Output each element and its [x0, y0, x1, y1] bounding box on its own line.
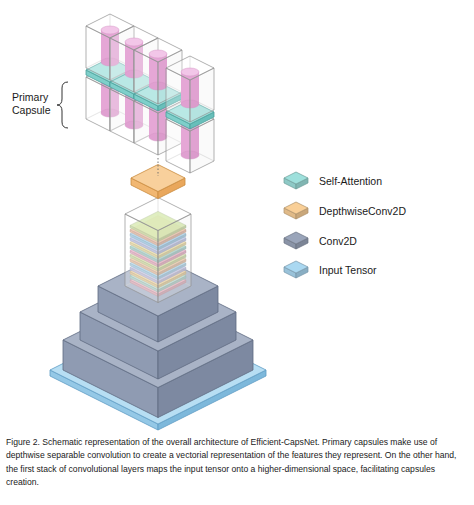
- feature-cube: [125, 198, 191, 303]
- swatch-slab: [284, 261, 308, 278]
- legend-row: Conv2D: [282, 231, 357, 251]
- legend-swatch: [282, 201, 310, 221]
- caption: Figure 2. Schematic representation of th…: [6, 436, 468, 489]
- swatch-slab-face: [284, 172, 308, 184]
- swatch-slab-face: [284, 202, 308, 214]
- capsule-cube-shell: [166, 56, 214, 122]
- swatch-slab-face: [284, 261, 308, 273]
- legend-swatch: [282, 260, 310, 280]
- capsule-cube-shell-face: [166, 56, 214, 80]
- legend-swatch: [282, 231, 310, 251]
- bracket: [57, 82, 68, 128]
- feature-cube-shell-face: [125, 198, 191, 231]
- legend-text: DepthwiseConv2D: [319, 205, 406, 217]
- legend-row: Self-Attention: [282, 171, 382, 191]
- part-label: Primary Capsule: [12, 91, 60, 117]
- swatch-slab: [284, 172, 308, 189]
- stack: [50, 14, 266, 430]
- legend-row: DepthwiseConv2D: [282, 201, 406, 221]
- swatch-slab: [284, 232, 308, 249]
- legend-swatch: [282, 171, 310, 191]
- swatch-slab-face: [284, 232, 308, 244]
- feature-cube-shell: [125, 198, 191, 303]
- capsule-cube-shell-face: [134, 38, 182, 62]
- label-holder: Primary Capsule: [12, 91, 60, 117]
- dotted-link: [158, 158, 159, 176]
- legend-text: Conv2D: [319, 235, 357, 247]
- legend-row: Input Tensor: [282, 260, 377, 280]
- legend-text: Self-Attention: [319, 175, 382, 187]
- capsule-cube: [166, 56, 214, 122]
- swatch-slab: [284, 202, 308, 219]
- legend-text: Input Tensor: [319, 264, 377, 276]
- caption-holder: Figure 2. Schematic representation of th…: [6, 436, 468, 489]
